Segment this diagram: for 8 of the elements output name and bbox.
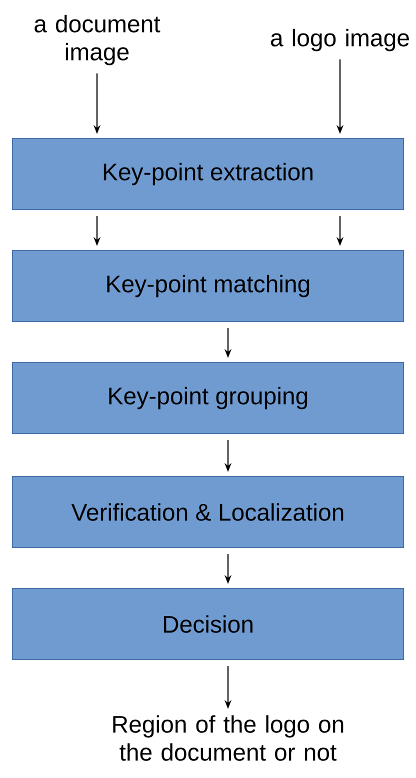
process-box: Verification & Localization <box>12 476 404 548</box>
process-box: Key-point grouping <box>12 362 404 434</box>
text-label: a document image <box>34 14 160 66</box>
text-label: a logo image <box>270 28 409 52</box>
process-box: Key-point extraction <box>12 138 404 210</box>
process-box: Decision <box>12 588 404 660</box>
process-box: Key-point matching <box>12 250 404 322</box>
text-label: Region of the logo on the document or not <box>113 715 344 761</box>
